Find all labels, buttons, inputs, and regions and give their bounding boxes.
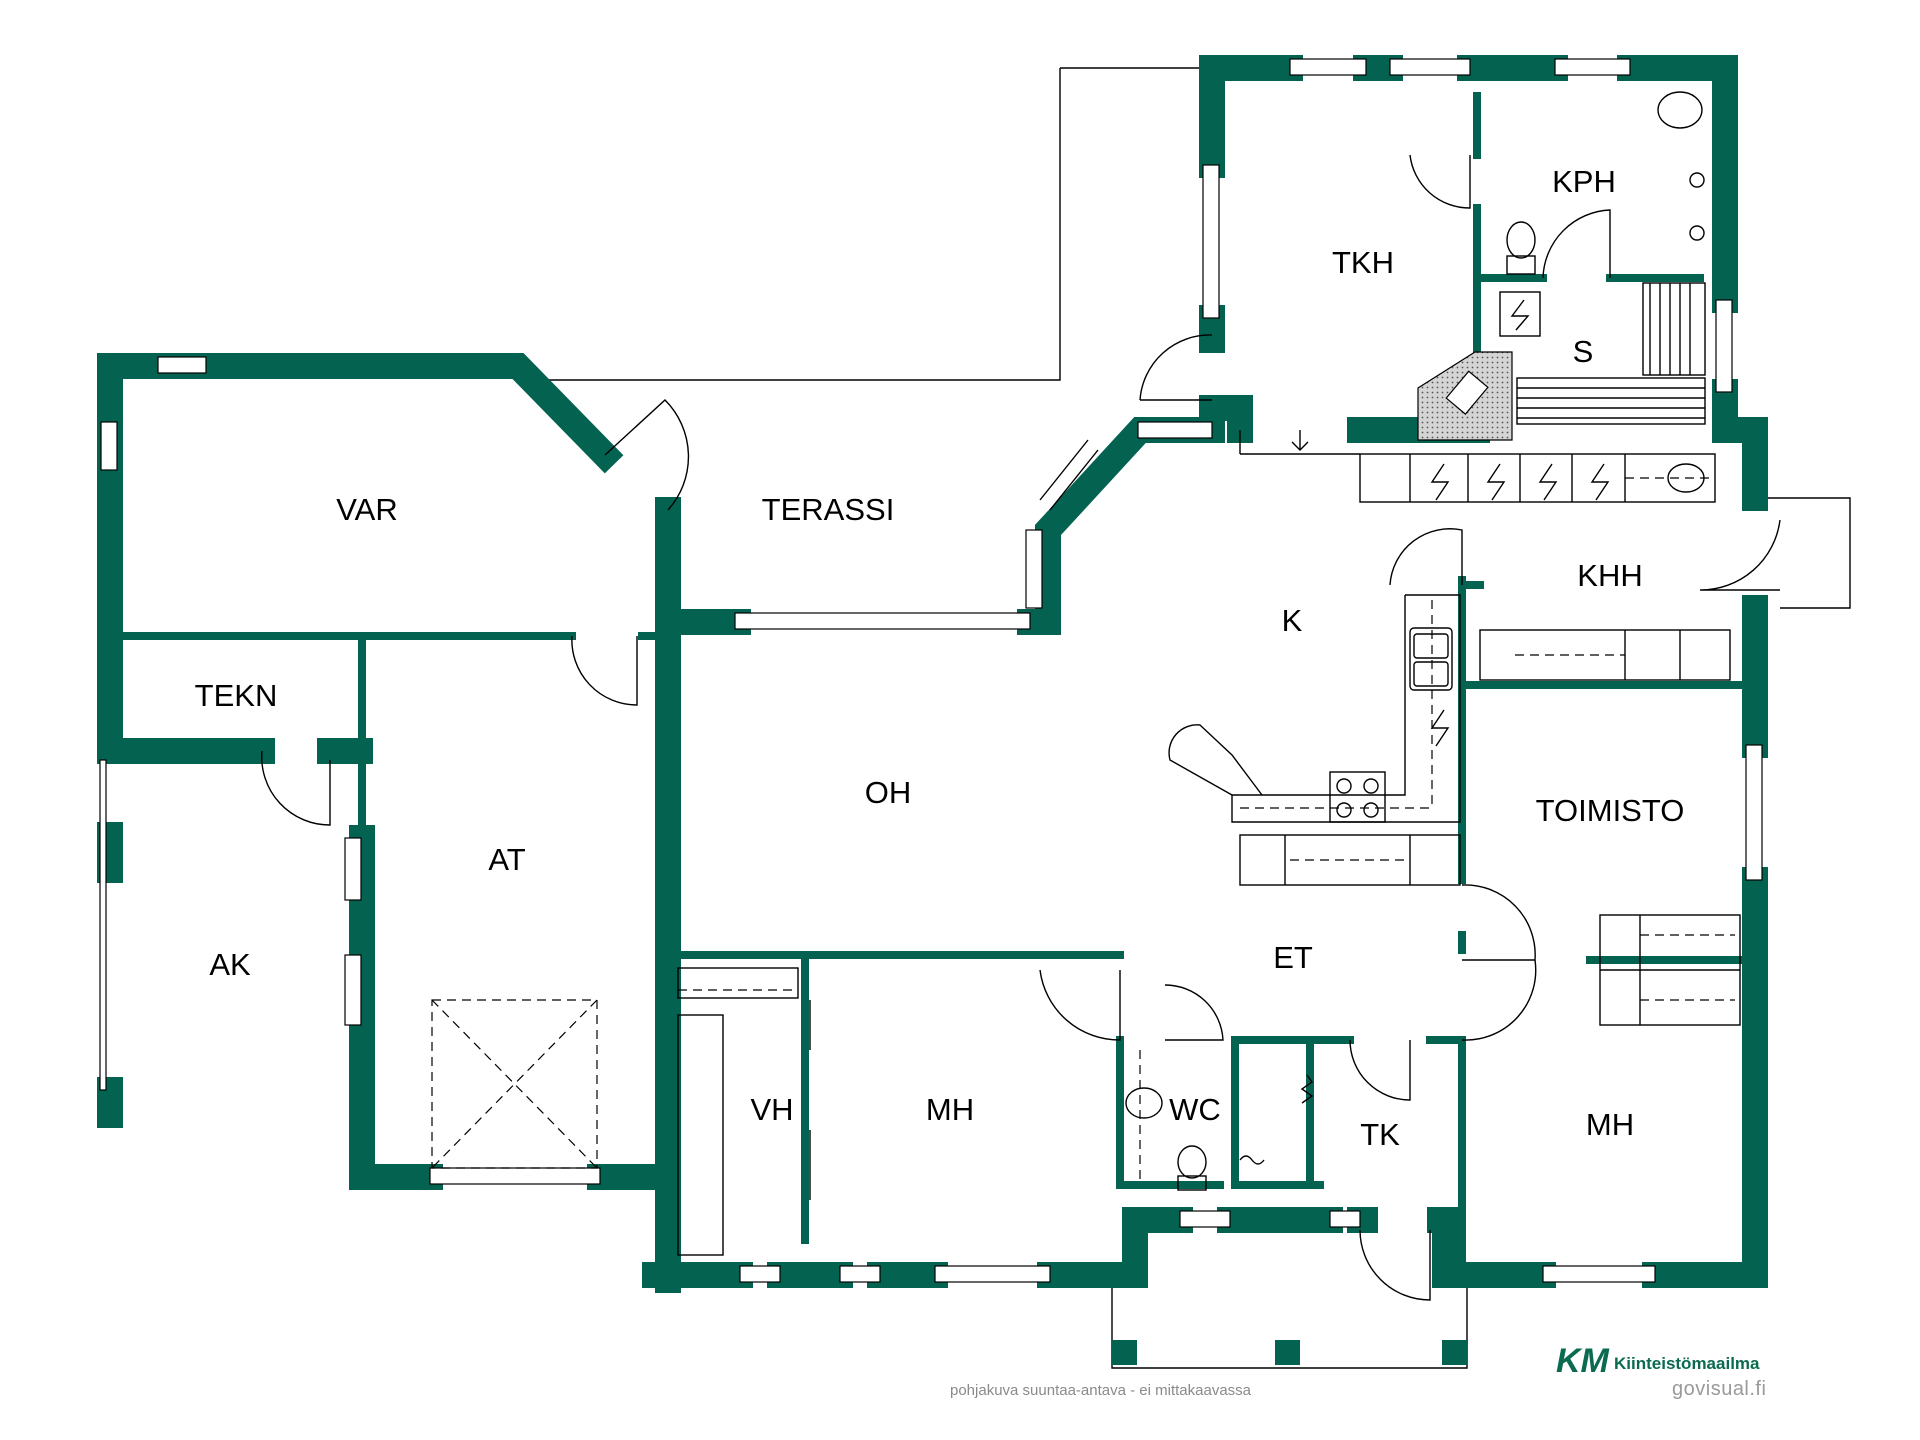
terrace-outline <box>545 67 1212 381</box>
room-label-s: S <box>1573 334 1594 369</box>
room-label-khh: KHH <box>1577 558 1642 593</box>
disclaimer-note: pohjakuva suuntaa-antava - ei mittakaava… <box>950 1382 1252 1399</box>
brand-name: Kiinteistömaailma <box>1614 1354 1760 1373</box>
walls <box>97 55 1768 1293</box>
brand-logo: KM <box>1556 1342 1610 1380</box>
credit-text: govisual.fi <box>1672 1378 1766 1400</box>
room-label-tkh: TKH <box>1332 245 1394 280</box>
room-label-wc: WC <box>1169 1092 1221 1127</box>
room-label-toimisto: TOIMISTO <box>1536 793 1685 828</box>
sauna-bench <box>1516 282 1706 425</box>
room-label-kph: KPH <box>1552 164 1616 199</box>
room-label-mh-1: MH <box>926 1092 974 1127</box>
room-label-tk: TK <box>1360 1117 1400 1152</box>
footer: pohjakuva suuntaa-antava - ei mittakaava… <box>950 1342 1766 1400</box>
fixtures <box>431 91 1741 1365</box>
room-label-et: ET <box>1273 940 1313 975</box>
room-label-mh-2: MH <box>1586 1107 1634 1142</box>
room-label-vh: VH <box>750 1092 793 1127</box>
porch-outline <box>1111 1265 1468 1369</box>
room-label-k: K <box>1282 603 1303 638</box>
room-label-ak: AK <box>209 947 251 982</box>
toilet-kph <box>1506 221 1536 275</box>
room-label-tekn: TEKN <box>195 678 278 713</box>
room-label-terassi: TERASSI <box>762 492 895 527</box>
khh-door-outline <box>1762 497 1851 609</box>
room-label-oh: OH <box>865 775 912 810</box>
room-label-at: AT <box>488 842 525 877</box>
room-label-var: VAR <box>336 492 397 527</box>
doors <box>261 154 1781 1301</box>
toilet-wc <box>1177 1145 1207 1191</box>
room-labels: VAR TERASSI TKH KPH S K KHH TEKN OH TOIM… <box>195 164 1685 1152</box>
windows <box>99 58 1763 1283</box>
